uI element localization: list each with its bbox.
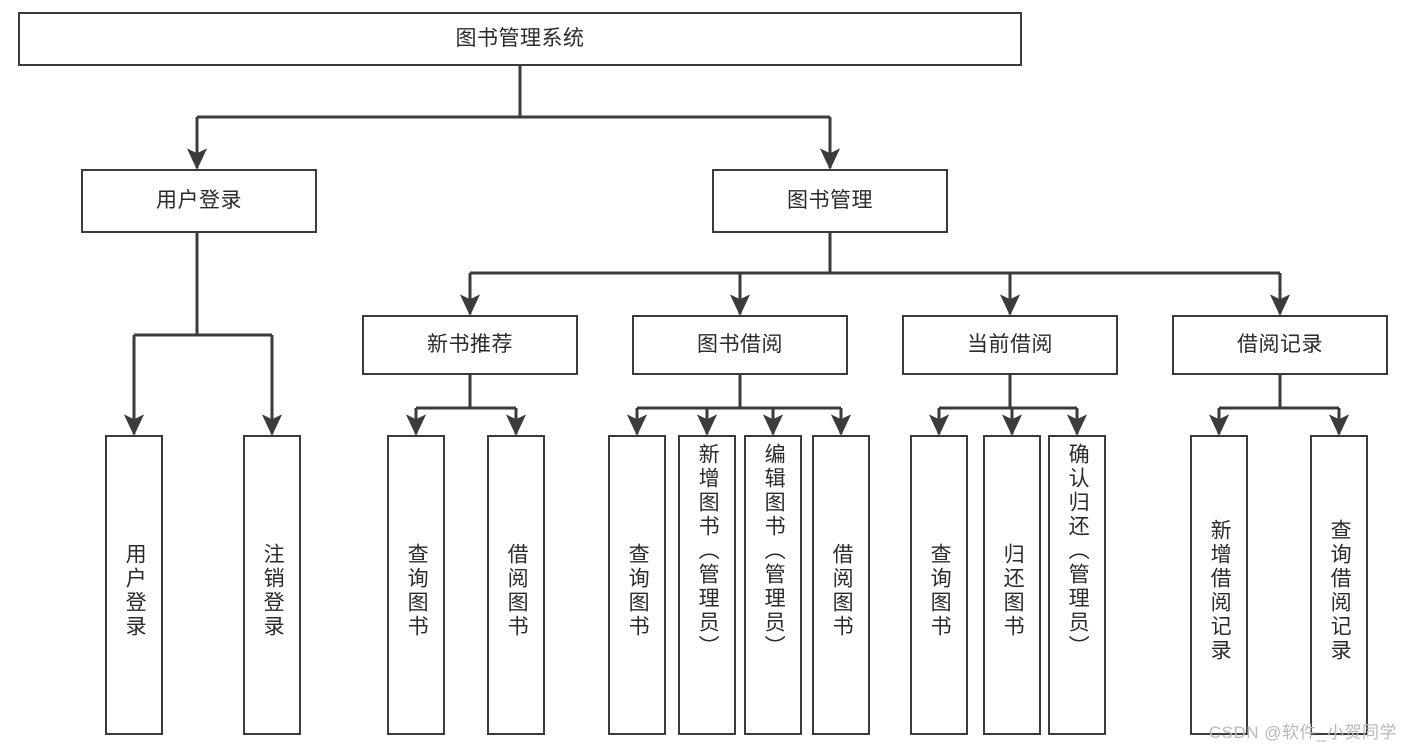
node-current-borrow[interactable]: 当前借阅 bbox=[902, 315, 1118, 375]
node-leaf-cur-confirm[interactable]: 确认归还（管理员） bbox=[1048, 435, 1106, 735]
node-label-current-borrow: 当前借阅 bbox=[967, 332, 1053, 356]
node-book-manage[interactable]: 图书管理 bbox=[712, 169, 948, 233]
node-leaf-cur-return[interactable]: 归还图书 bbox=[983, 435, 1041, 735]
node-label-root: 图书管理系统 bbox=[455, 26, 585, 50]
node-user-login[interactable]: 用户登录 bbox=[81, 169, 317, 233]
node-label-leaf-rec-search: 查询借阅记录 bbox=[1328, 519, 1352, 663]
node-label-leaf-cur-confirm: 确认归还（管理员） bbox=[1066, 443, 1090, 659]
node-label-leaf-user-logout: 注销登录 bbox=[261, 543, 285, 639]
connector-new-book-rec bbox=[405, 375, 527, 436]
node-book-borrow[interactable]: 图书借阅 bbox=[632, 315, 848, 375]
connector-user-login bbox=[123, 233, 283, 436]
node-label-borrow-record: 借阅记录 bbox=[1237, 332, 1323, 356]
node-label-leaf-borrow-query: 查询图书 bbox=[626, 543, 650, 639]
node-label-leaf-cur-return: 归还图书 bbox=[1001, 543, 1025, 639]
node-leaf-cur-query[interactable]: 查询图书 bbox=[910, 435, 968, 735]
connector-book-borrow bbox=[626, 375, 852, 436]
node-leaf-borrow-add[interactable]: 新增图书（管理员） bbox=[678, 435, 736, 735]
node-leaf-rec-borrow[interactable]: 借阅图书 bbox=[487, 435, 545, 735]
node-label-new-book-rec: 新书推荐 bbox=[427, 332, 513, 356]
node-label-leaf-borrow-edit: 编辑图书（管理员） bbox=[762, 443, 786, 659]
node-leaf-rec-search[interactable]: 查询借阅记录 bbox=[1310, 435, 1368, 735]
node-borrow-record[interactable]: 借阅记录 bbox=[1172, 315, 1388, 375]
node-leaf-rec-query[interactable]: 查询图书 bbox=[387, 435, 445, 735]
node-label-leaf-rec-borrow: 借阅图书 bbox=[505, 543, 529, 639]
node-leaf-user-logout[interactable]: 注销登录 bbox=[243, 435, 301, 735]
connector-root bbox=[186, 66, 841, 170]
node-leaf-borrow-edit[interactable]: 编辑图书（管理员） bbox=[744, 435, 802, 735]
node-label-leaf-borrow-lend: 借阅图书 bbox=[830, 543, 854, 639]
node-label-book-borrow: 图书借阅 bbox=[697, 332, 783, 356]
node-label-leaf-rec-add: 新增借阅记录 bbox=[1208, 519, 1232, 663]
node-root[interactable]: 图书管理系统 bbox=[18, 12, 1022, 66]
node-label-leaf-borrow-add: 新增图书（管理员） bbox=[696, 443, 720, 659]
node-label-book-manage: 图书管理 bbox=[787, 188, 873, 212]
connector-current-borrow bbox=[928, 375, 1088, 436]
node-label-leaf-rec-query: 查询图书 bbox=[405, 543, 429, 639]
watermark-text: CSDN @软件_小贺同学 bbox=[1208, 723, 1397, 742]
node-label-leaf-cur-query: 查询图书 bbox=[928, 543, 952, 639]
connector-borrow-record bbox=[1208, 375, 1350, 436]
node-new-book-rec[interactable]: 新书推荐 bbox=[362, 315, 578, 375]
node-label-user-login: 用户登录 bbox=[156, 188, 242, 212]
node-leaf-borrow-lend[interactable]: 借阅图书 bbox=[812, 435, 870, 735]
node-leaf-rec-add[interactable]: 新增借阅记录 bbox=[1190, 435, 1248, 735]
node-leaf-user-login[interactable]: 用户登录 bbox=[105, 435, 163, 735]
node-label-leaf-user-login: 用户登录 bbox=[123, 543, 147, 639]
connector-book-manage bbox=[459, 233, 1291, 316]
node-leaf-borrow-query[interactable]: 查询图书 bbox=[608, 435, 666, 735]
